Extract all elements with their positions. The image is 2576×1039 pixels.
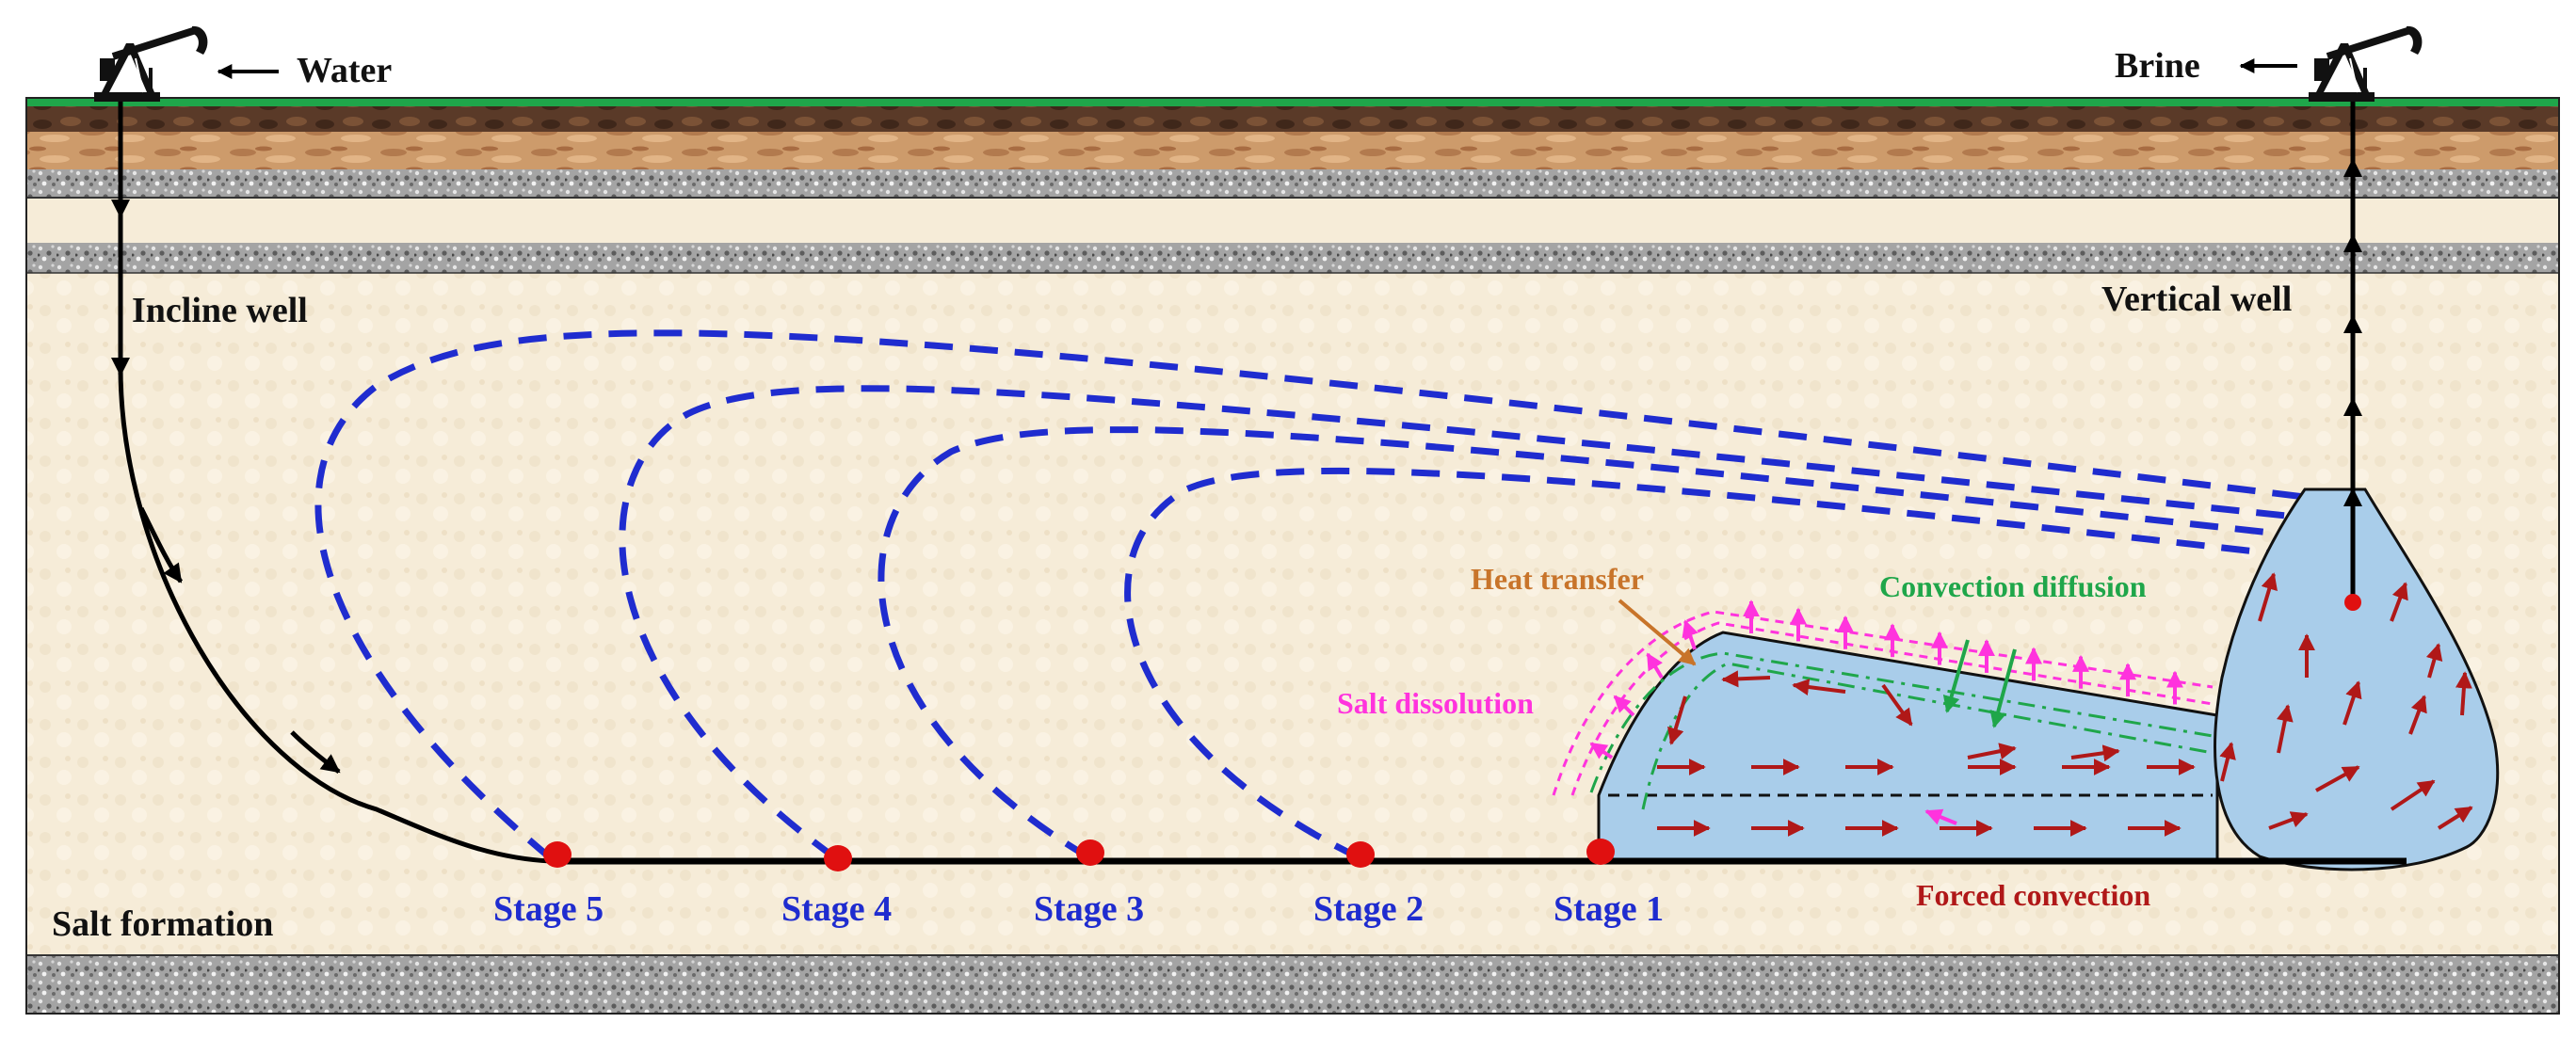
- flow-arrow: [1881, 683, 1913, 727]
- heat-transfer-arrow: [1618, 599, 1697, 666]
- flow-arrow: [2437, 806, 2473, 830]
- stage-3-point: [1076, 839, 1104, 866]
- dissolution-front-inner: [1570, 621, 2214, 796]
- incline-well: [111, 102, 552, 864]
- flow-arrow: [1792, 679, 1846, 695]
- label-brine: Brine: [2115, 46, 2200, 86]
- label-salt-formation: Salt formation: [52, 904, 273, 944]
- flow-arrow: [2070, 744, 2120, 762]
- caprock-layer: [26, 198, 2559, 243]
- topsoil-layer: [26, 105, 2559, 132]
- vertical-well-bottom-point: [2344, 594, 2361, 611]
- label-incline-well: Incline well: [132, 291, 308, 330]
- gravel-layer-lower: [26, 955, 2559, 1014]
- dashed-stage-paths: [314, 329, 2306, 862]
- incline-well-arrow: [290, 730, 341, 774]
- path-stage-4: [619, 385, 2306, 861]
- pump-jack-right: [2309, 25, 2423, 102]
- gravel-layer-upper: [26, 169, 2559, 198]
- ground-surface: [26, 98, 2559, 106]
- convection-diffusion-arrows: [1942, 639, 2017, 728]
- flow-arrow: [2276, 704, 2294, 754]
- cavern-body: [2214, 488, 2500, 871]
- stage-3-label: Stage 3: [1034, 889, 1144, 929]
- dissolution-front-outer: [1552, 610, 2214, 796]
- stage-4-point: [824, 845, 852, 871]
- diffusion-boundary-outer: [1589, 651, 2214, 793]
- stage-5-point: [543, 841, 572, 868]
- stage-1-point: [1586, 839, 1615, 865]
- diffusion-arrow: [1942, 639, 1970, 713]
- label-forced-convection: Forced convection: [1916, 878, 2150, 912]
- pump-jack-icon: [94, 25, 208, 102]
- incline-well-arrow: [138, 506, 184, 583]
- stage1-cavity: [1552, 610, 2219, 863]
- diagram-labels: Water Brine Incline well Vertical well S…: [52, 46, 2292, 944]
- path-stage-3: [877, 426, 2306, 862]
- flow-arrow: [1667, 695, 1687, 745]
- flow-arrow: [2425, 643, 2443, 679]
- soil-layer: [26, 132, 2559, 169]
- stage-5-label: Stage 5: [493, 889, 604, 929]
- gravel-layer-middle: [26, 243, 2559, 273]
- dissolution-arrow: [1589, 742, 1614, 759]
- stage-labels: Stage 5 Stage 4 Stage 3 Stage 2 Stage 1: [493, 889, 1664, 929]
- flow-arrow: [2408, 695, 2427, 735]
- path-stage-5: [314, 329, 2306, 861]
- vertical-well-cavern: [2214, 488, 2500, 871]
- flow-arrow: [2268, 811, 2309, 830]
- path-stage-2: [1124, 467, 2306, 862]
- stage-2-label: Stage 2: [1313, 889, 1424, 929]
- flow-arrow: [2343, 680, 2362, 726]
- diagram-frame: [25, 97, 2560, 1015]
- salt-dissolution-arrows: [1589, 599, 2183, 759]
- flow-arrow: [2258, 572, 2278, 622]
- incline-well-path: [118, 102, 552, 864]
- flow-arrow: [2219, 742, 2236, 782]
- label-vertical-well: Vertical well: [2101, 280, 2292, 319]
- flow-arrow: [1967, 743, 2017, 760]
- flow-arrow: [1721, 670, 1771, 688]
- dissolution-arrow: [1646, 652, 1664, 679]
- flow-arrow: [2315, 765, 2360, 792]
- stage-1-label: Stage 1: [1554, 889, 1664, 929]
- pump-jack-icon: [2309, 25, 2423, 102]
- dissolution-arrow: [1613, 695, 1635, 717]
- flow-arrow: [2455, 671, 2472, 716]
- stage-4-label: Stage 4: [781, 889, 892, 929]
- vertical-well: [2343, 94, 2362, 611]
- stage-points: [543, 839, 1615, 871]
- label-salt-dissolution: Salt dissolution: [1337, 686, 1534, 720]
- return-flow-arrow: [1924, 808, 1957, 825]
- label-heat-transfer: Heat transfer: [1471, 562, 1644, 596]
- stage-2-point: [1346, 841, 1375, 868]
- flow-arrow: [2390, 779, 2436, 811]
- diffusion-boundary-inner: [1641, 662, 2214, 810]
- pump-jack-left: [94, 25, 208, 102]
- diffusion-arrow: [1989, 648, 2017, 728]
- label-water: Water: [297, 51, 392, 90]
- flow-arrows: [1657, 572, 2473, 837]
- label-convection-diffusion: Convection diffusion: [1879, 569, 2147, 603]
- cavity-body: [1597, 631, 2219, 863]
- dissolution-arrow: [1682, 619, 1699, 650]
- flow-arrow: [2390, 582, 2408, 622]
